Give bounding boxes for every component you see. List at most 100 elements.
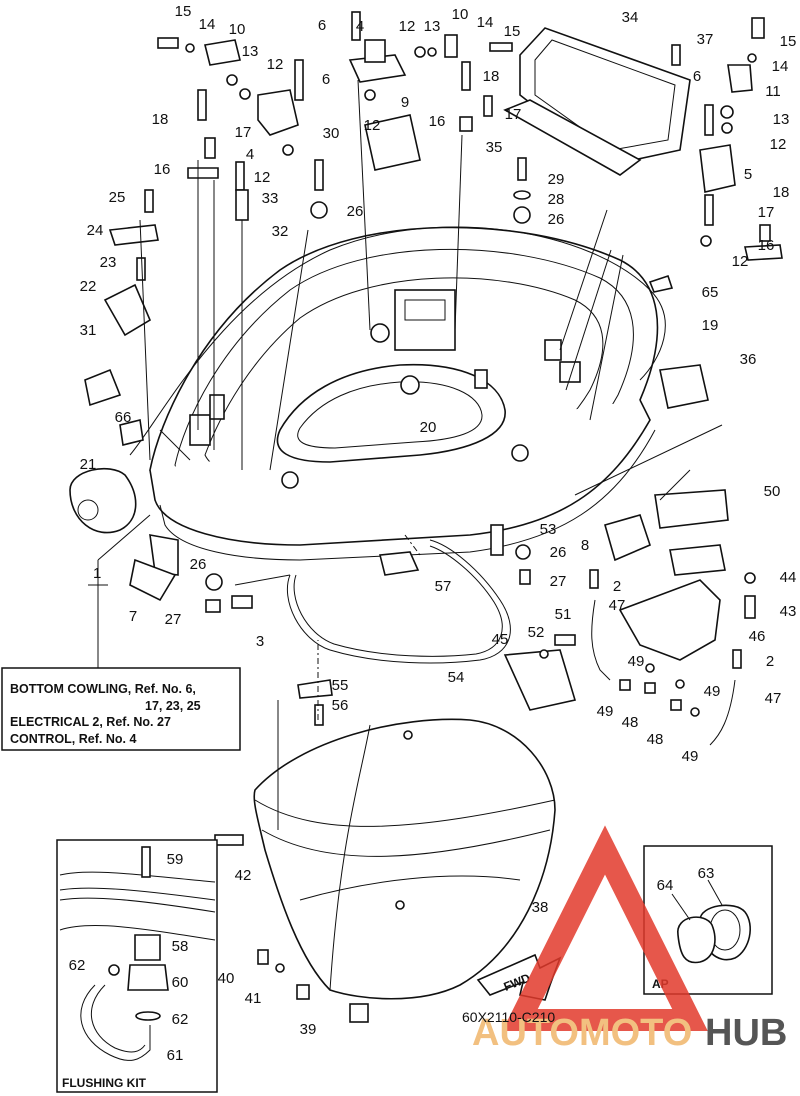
part-ref-12: 12 [254,169,271,186]
part-ref-49: 49 [628,653,645,670]
part-ref-33: 33 [262,190,279,207]
seal-19-drawing [129,226,666,456]
part-ref-4: 4 [246,146,254,163]
part-ref-2: 2 [613,578,621,595]
part-ref-64: 64 [657,877,674,894]
reference-line-4: CONTROL, Ref. No. 4 [10,732,136,746]
part-ref-42: 42 [235,867,252,884]
part-ref-49: 49 [704,683,721,700]
part-ref-5: 5 [744,166,752,183]
part-ref-34: 34 [622,9,639,26]
part-ref-16: 16 [758,237,775,254]
part-ref-66: 66 [115,409,132,426]
part-ref-16: 16 [429,113,446,130]
part-ref-10: 10 [452,6,469,23]
parts-top-middle-drawing [348,11,513,171]
part-ref-22: 22 [80,278,97,295]
part-ref-14: 14 [772,58,789,75]
part-ref-38: 38 [532,899,549,916]
part-ref-56: 56 [332,697,349,714]
reference-line-1: BOTTOM COWLING, Ref. No. 6, [10,682,196,696]
part-ref-15: 15 [175,3,192,20]
parts-lower-left-drawing [129,534,420,1023]
leader-lines [97,79,723,830]
part-ref-27: 27 [165,611,182,628]
part-ref-21: 21 [80,456,97,473]
part-ref-29: 29 [548,171,565,188]
ap-inset-box: AP [643,845,773,995]
flushing-kit-label: FLUSHING KIT [62,1076,147,1090]
part-ref-20: 20 [420,419,437,436]
part-ref-54: 54 [448,669,465,686]
part-ref-18: 18 [483,68,500,85]
part-ref-12: 12 [399,18,416,35]
part-ref-17: 17 [505,106,522,123]
part-ref-16: 16 [154,161,171,178]
parts-middle-right-drawing [490,157,756,746]
part-ref-7: 7 [129,608,137,625]
part-ref-15: 15 [504,23,521,40]
part-ref-43: 43 [780,603,797,620]
logo-word-hub: HUB [705,1012,787,1054]
part-ref-14: 14 [477,14,494,31]
reference-line-2: 17, 23, 25 [145,699,201,713]
part-ref-14: 14 [199,16,216,33]
part-ref-15: 15 [780,33,797,50]
part-ref-60: 60 [172,974,189,991]
diagram-code: 60X2110-C210 [462,1009,555,1025]
reference-note-box: BOTTOM COWLING, Ref. No. 6, 17, 23, 25 E… [1,667,241,751]
part-ref-59: 59 [167,851,184,868]
top-cowling-38-drawing [253,718,556,1000]
logo-triangle-icon [502,825,708,1031]
part-ref-40: 40 [218,970,235,987]
part-ref-26: 26 [548,211,565,228]
part-ref-39: 39 [300,1021,317,1038]
part-ref-10: 10 [229,21,246,38]
part-ref-26: 26 [190,556,207,573]
part-ref-25: 25 [109,189,126,206]
seal-54-drawing [286,539,511,664]
part-ref-28: 28 [548,191,565,208]
part-ref-26: 26 [347,203,364,220]
part-ref-50: 50 [764,483,781,500]
part-ref-62: 62 [69,957,86,974]
part-ref-13: 13 [424,18,441,35]
part-ref-30: 30 [323,125,340,142]
part-ref-48: 48 [647,731,664,748]
part-ref-41: 41 [245,990,262,1007]
part-ref-58: 58 [172,938,189,955]
part-ref-12: 12 [267,56,284,73]
part-ref-17: 17 [235,124,252,141]
part-ref-49: 49 [682,748,699,765]
part-ref-17: 17 [758,204,775,221]
part-ref-26: 26 [550,544,567,561]
cover-34-drawing [503,17,783,261]
part-ref-62: 62 [172,1011,189,1028]
part-ref-24: 24 [87,222,104,239]
part-ref-27: 27 [550,573,567,590]
part-ref-31: 31 [80,322,97,339]
reference-line-3: ELECTRICAL 2, Ref. No. 27 [10,715,171,729]
part-ref-55: 55 [332,677,349,694]
part-ref-6: 6 [322,71,330,88]
part-ref-23: 23 [100,254,117,271]
flushing-kit-box: FLUSHING KIT [56,839,218,1093]
part-ref-51: 51 [555,606,572,623]
part-ref-49: 49 [597,703,614,720]
part-ref-8: 8 [581,537,589,554]
part-ref-12: 12 [364,117,381,134]
part-ref-45: 45 [492,631,509,648]
part-ref-9: 9 [401,94,409,111]
part-ref-4: 4 [356,18,364,35]
assembly-ref-label: 1 [93,565,101,582]
part-ref-61: 61 [167,1047,184,1064]
part-ref-53: 53 [540,521,557,538]
part-ref-19: 19 [702,317,719,334]
part-ref-18: 18 [152,111,169,128]
watermark-logo: AUTOMOTO HUB [472,825,787,1054]
part-ref-2: 2 [766,653,774,670]
part-ref-37: 37 [697,31,714,48]
parts-top-left-drawing [69,37,328,534]
bottom-cowling-drawing [149,226,659,561]
